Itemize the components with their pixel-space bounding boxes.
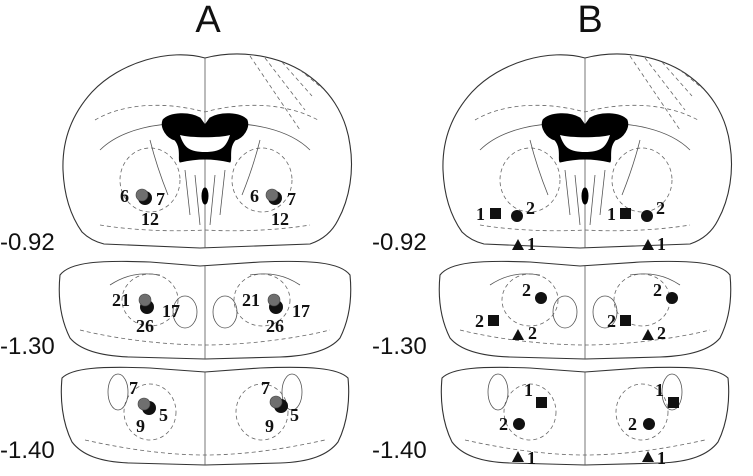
marker-b-2-circle-right bbox=[666, 292, 678, 304]
count-a-1-4: 6 bbox=[250, 186, 259, 206]
section-b-2 bbox=[438, 260, 732, 360]
marker-b-2-square-left bbox=[488, 315, 499, 326]
count-a-3-1: 7 bbox=[129, 378, 138, 398]
panel-a: 6 7 12 6 7 12 21 17 26 21 17 26 7 5 9 7 … bbox=[58, 53, 353, 466]
counts-a: 6 7 12 6 7 12 21 17 26 21 17 26 7 5 9 7 … bbox=[112, 186, 310, 436]
marker-b-2-square-right bbox=[620, 315, 631, 326]
marker-b-3-square-left bbox=[536, 397, 547, 408]
markers-a bbox=[135, 188, 288, 415]
marker-b-3-square-right bbox=[668, 397, 679, 408]
marker-a-1-left-overlap bbox=[135, 188, 149, 202]
count-b-2-2: 2 bbox=[475, 311, 484, 331]
count-b-2-5: 2 bbox=[607, 311, 616, 331]
count-a-1-1: 6 bbox=[120, 186, 129, 206]
count-a-3-4: 7 bbox=[261, 378, 270, 398]
marker-b-1-circle-right bbox=[641, 210, 653, 222]
count-b-3-6: 1 bbox=[657, 448, 666, 468]
section-b-3 bbox=[440, 366, 730, 466]
marker-a-3-left-overlap bbox=[137, 397, 151, 411]
count-a-2-5: 17 bbox=[292, 301, 310, 321]
section-a-1 bbox=[62, 53, 353, 249]
count-b-3-5: 2 bbox=[628, 414, 637, 434]
count-a-2-6: 26 bbox=[266, 316, 284, 336]
panel-b: 1 2 1 1 2 1 2 2 2 2 2 2 1 2 1 1 2 1 bbox=[438, 53, 733, 468]
count-b-2-3: 2 bbox=[528, 323, 537, 343]
count-b-2-6: 2 bbox=[657, 323, 666, 343]
count-a-1-3: 12 bbox=[141, 209, 159, 229]
marker-b-1-square-right bbox=[620, 208, 631, 219]
marker-b-3-triangle-right bbox=[642, 451, 654, 462]
marker-b-2-circle-left bbox=[535, 292, 547, 304]
level-label-b-3: -1.40 bbox=[372, 437, 427, 464]
count-a-3-5: 5 bbox=[290, 405, 299, 425]
count-a-2-2: 17 bbox=[162, 301, 180, 321]
marker-b-3-circle-right bbox=[643, 418, 655, 430]
count-a-3-6: 9 bbox=[265, 416, 274, 436]
count-b-1-5: 2 bbox=[656, 198, 665, 218]
panel-letter-a: A bbox=[195, 0, 221, 41]
level-label-a-2: -1.30 bbox=[0, 333, 55, 360]
count-b-1-1: 1 bbox=[476, 204, 485, 224]
counts-b: 1 2 1 1 2 1 2 2 2 2 2 2 1 2 1 1 2 1 bbox=[475, 198, 666, 468]
count-b-3-2: 2 bbox=[499, 414, 508, 434]
count-b-1-6: 1 bbox=[657, 234, 666, 254]
markers-b bbox=[488, 208, 679, 462]
count-b-3-1: 1 bbox=[524, 380, 533, 400]
count-a-2-1: 21 bbox=[112, 290, 130, 310]
level-label-b-2: -1.30 bbox=[372, 333, 427, 360]
count-a-1-5: 7 bbox=[287, 189, 296, 209]
count-b-1-3: 1 bbox=[527, 234, 536, 254]
level-label-a-1: -0.92 bbox=[0, 229, 55, 256]
count-a-3-3: 9 bbox=[136, 416, 145, 436]
count-b-2-1: 2 bbox=[522, 280, 531, 300]
level-label-a-3: -1.40 bbox=[0, 437, 55, 464]
marker-b-1-triangle-right bbox=[642, 239, 654, 250]
count-b-1-2: 2 bbox=[526, 198, 535, 218]
section-b-1 bbox=[442, 53, 733, 249]
panel-letter-b: B bbox=[577, 0, 602, 41]
marker-b-3-triangle-left bbox=[512, 451, 524, 462]
count-a-3-2: 5 bbox=[159, 405, 168, 425]
marker-a-2-right-overlap bbox=[267, 293, 281, 307]
marker-b-2-triangle-right bbox=[642, 329, 654, 340]
section-a-3 bbox=[60, 366, 350, 466]
section-a-2 bbox=[58, 260, 352, 360]
count-b-3-3: 1 bbox=[527, 448, 536, 468]
marker-b-3-circle-left bbox=[513, 418, 525, 430]
count-b-3-4: 1 bbox=[655, 380, 664, 400]
count-b-1-4: 1 bbox=[607, 204, 616, 224]
count-a-1-2: 7 bbox=[156, 189, 165, 209]
count-a-2-3: 26 bbox=[136, 316, 154, 336]
count-a-1-6: 12 bbox=[271, 209, 289, 229]
marker-b-1-circle-left bbox=[511, 210, 523, 222]
marker-a-1-right-overlap bbox=[265, 188, 279, 202]
count-a-2-4: 21 bbox=[242, 290, 260, 310]
marker-a-3-right-overlap bbox=[269, 395, 283, 409]
level-label-b-1: -0.92 bbox=[372, 229, 427, 256]
count-b-2-4: 2 bbox=[653, 280, 662, 300]
marker-b-1-triangle-left bbox=[512, 239, 524, 250]
marker-b-1-square-left bbox=[490, 208, 501, 219]
marker-b-2-triangle-left bbox=[512, 329, 524, 340]
marker-a-2-left-overlap bbox=[138, 293, 152, 307]
